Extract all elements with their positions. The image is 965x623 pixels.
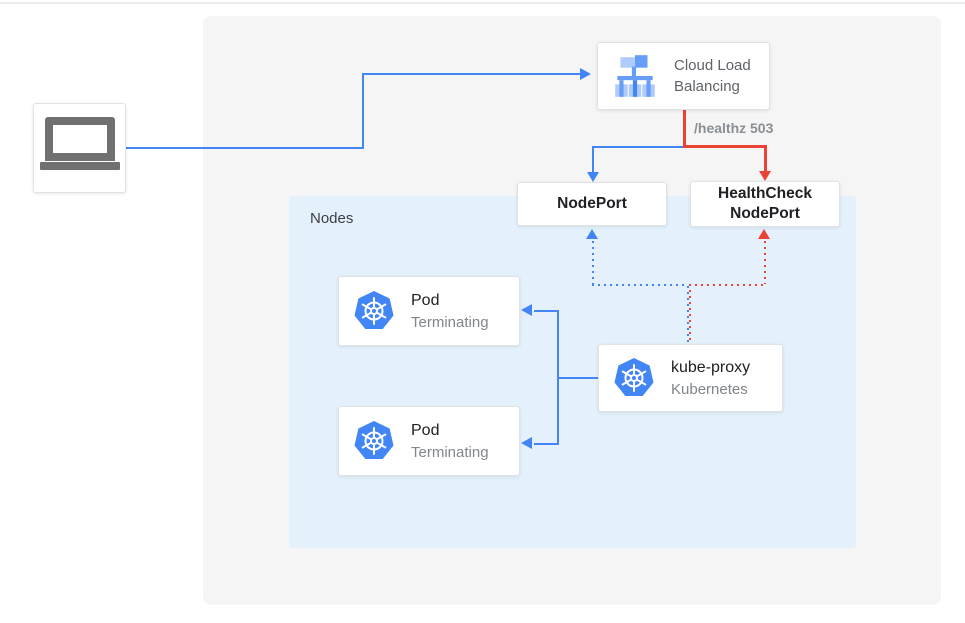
kubeproxy-pod2-line-h [534,443,557,445]
kubeproxy-pod1-arrowhead [521,304,532,316]
pod1-status: Terminating [411,313,489,331]
kube-proxy-subtitle: Kubernetes [671,380,748,398]
clb-label-line2: Balancing [674,78,740,95]
cloud-load-balancing-node: Cloud Load Balancing [597,42,770,110]
client-to-lb-line-h2 [364,73,580,75]
lb-healthcheck-line-v2 [764,145,767,173]
client-to-lb-line-h1 [126,147,362,149]
lb-nodeport-line-v [592,146,594,174]
nodeport-node: NodePort [517,182,667,226]
kubeproxy-healthcheck-dotted-h [689,284,765,286]
kubeproxy-pod2-arrowhead [521,437,532,449]
kubeproxy-pods-line-h [557,377,598,379]
lb-nodeport-arrowhead [587,172,599,182]
kubeproxy-stem-dotted-red [689,290,691,344]
client-node [33,103,126,193]
kubeproxy-nodeport-arrowhead [586,229,598,239]
kubeproxy-pods-line-v [557,310,559,445]
laptop-icon [34,104,125,170]
lb-healthcheck-line-h [683,145,767,148]
lb-healthcheck-arrowhead [759,171,771,181]
kube-proxy-labels: kube-proxy Kubernetes [671,357,750,400]
kube-proxy-title: kube-proxy [671,358,751,376]
nodes-group-label: Nodes [310,210,354,227]
pod1-title: Pod [411,291,440,309]
pod2-title: Pod [411,421,440,439]
pod2-status: Terminating [411,443,489,461]
pod-node-2: Pod Terminating [338,406,520,476]
kubeproxy-stem-dotted-blue [687,286,689,344]
kubeproxy-nodeport-dotted-v [592,241,594,284]
kubernetes-icon [352,289,396,333]
kubeproxy-nodeport-dotted-h [592,284,687,286]
cloud-load-balancing-label: Cloud Load Balancing [674,55,751,97]
clb-label-line1: Cloud Load [674,57,751,74]
nodeport-label: NodePort [557,195,627,212]
load-balancer-icon [610,53,660,99]
kubeproxy-healthcheck-arrowhead [758,229,770,239]
client-to-lb-line-v [362,73,364,149]
lb-healthcheck-line-v1 [683,110,686,147]
healthcheck-label-line1: HealthCheck [718,185,812,202]
kubeproxy-pod1-line-h [534,310,557,312]
client-to-lb-arrowhead [580,68,591,80]
pod1-labels: Pod Terminating [411,290,489,333]
kube-proxy-node: kube-proxy Kubernetes [598,344,783,412]
healthz-edge-label: /healthz 503 [694,120,774,136]
lb-nodeport-line-h [592,146,683,148]
laptop-screen [44,117,115,161]
healthcheck-label-line2: NodePort [730,205,800,222]
laptop-base [39,162,120,170]
kubeproxy-healthcheck-dotted-v [764,241,766,284]
kubernetes-icon [352,419,396,463]
top-divider [0,2,965,4]
healthcheck-nodeport-node: HealthCheck NodePort [690,181,840,227]
kubernetes-icon [612,356,656,400]
pod2-labels: Pod Terminating [411,420,489,463]
pod-node-1: Pod Terminating [338,276,520,346]
